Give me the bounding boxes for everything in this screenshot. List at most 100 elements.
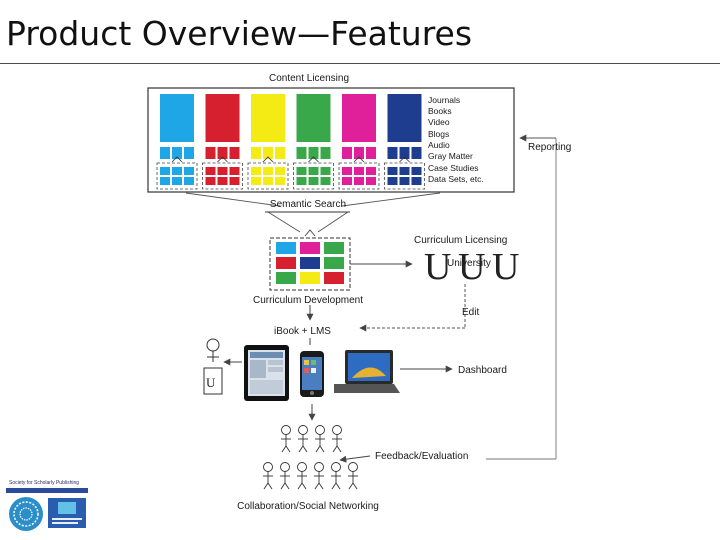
navy-sub-tile: [387, 177, 398, 185]
yellow-sub-tile: [251, 177, 261, 185]
content-color-squares: [160, 94, 422, 142]
chevron-up-icon: [217, 156, 228, 163]
learner-group-icons: [281, 425, 342, 453]
blue-sub-tile: [184, 167, 194, 175]
tablet-icon: [244, 345, 289, 401]
curriculum-cell: [300, 257, 320, 269]
red-sub-tile: [229, 167, 240, 175]
green-sub-tile: [296, 177, 307, 185]
blue-tile: [184, 147, 194, 159]
yellow-sub-tile: [263, 167, 273, 175]
yellow-sub-tile: [251, 167, 261, 175]
person-icon: [281, 425, 291, 453]
red-sub-tile: [217, 177, 228, 185]
svg-text:U: U: [492, 246, 519, 288]
curriculum-cell: [324, 242, 344, 254]
svg-text:U: U: [458, 246, 485, 288]
green-tile: [308, 147, 319, 159]
magenta-sub-tile: [342, 177, 352, 185]
phone-icon: [300, 351, 324, 397]
blue-tile: [160, 147, 170, 159]
content-type-case-studies: Case Studies: [428, 163, 479, 173]
dashboard-label: Dashboard: [458, 365, 507, 376]
content-licensing-label: Content Licensing: [269, 73, 349, 84]
chevron-up-icon: [353, 156, 365, 163]
yellow-tile: [263, 147, 273, 159]
magenta-content-square: [342, 94, 376, 142]
yellow-tile: [251, 147, 261, 159]
green-tile-frame: [293, 162, 334, 190]
person-icon: [298, 425, 308, 453]
funnel-line-left: [185, 192, 281, 207]
curriculum-cell: [324, 257, 344, 269]
content-type-blogs: Blogs: [428, 129, 449, 139]
person-icon: [331, 462, 341, 490]
blue-sub-tile: [160, 177, 170, 185]
ssp-logo: [6, 478, 88, 534]
ssp-logo-text: Society for Scholarly Publishing: [9, 480, 80, 486]
navy-tile: [399, 147, 410, 159]
person-icon: [315, 425, 325, 453]
university-icon: U U U: [424, 246, 519, 288]
green-sub-tile: [308, 167, 319, 175]
green-sub-tile: [308, 177, 319, 185]
person-icon: [297, 462, 307, 490]
slide-title: Product Overview—Features: [6, 14, 473, 53]
magenta-sub-tile: [354, 177, 364, 185]
magenta-sub-tile: [366, 167, 376, 175]
yellow-sub-tile: [275, 177, 285, 185]
semantic-search-label: Semantic Search: [270, 199, 346, 210]
green-tile: [320, 147, 331, 159]
yellow-tile: [275, 147, 285, 159]
reporting-label: Reporting: [528, 142, 571, 153]
chevron-up-icon: [399, 156, 410, 163]
funnel-line-lower-left: [267, 211, 301, 233]
curriculum-cell: [300, 272, 320, 284]
edit-label: Edit: [462, 307, 479, 318]
chevron-up-icon: [304, 229, 316, 237]
curriculum-cell: [276, 242, 296, 254]
navy-tile: [387, 147, 398, 159]
magenta-tile: [342, 147, 352, 159]
arrow-from-feedback: [339, 455, 371, 463]
laptop-icon: [334, 350, 400, 393]
university-label: University: [447, 258, 491, 269]
content-licensing-box: [147, 87, 515, 193]
person-icon: [332, 425, 342, 453]
curriculum-cell: [324, 272, 344, 284]
ibook-lms-label: iBook + LMS: [274, 326, 331, 337]
magenta-tile: [366, 147, 376, 159]
navy-sub-tile: [411, 177, 422, 185]
green-sub-tile: [296, 167, 307, 175]
svg-text:U: U: [424, 246, 451, 288]
green-sub-tile: [320, 167, 331, 175]
yellow-tile-frame: [247, 162, 289, 190]
blue-sub-tile: [160, 167, 170, 175]
magenta-sub-tile: [354, 167, 364, 175]
navy-sub-tile: [399, 167, 410, 175]
content-type-data-sets: Data Sets, etc.: [428, 174, 484, 184]
magenta-tile: [354, 147, 364, 159]
blue-tile: [172, 147, 182, 159]
red-tile-frame: [202, 162, 243, 190]
content-types-list: Journals Books Video Blogs Audio Gray Ma…: [428, 95, 484, 184]
blue-sub-tile: [172, 177, 182, 185]
blue-sub-tile: [172, 167, 182, 175]
feedback-evaluation-label: Feedback/Evaluation: [375, 451, 468, 462]
community-group-icons: [263, 462, 358, 490]
magenta-tile-frame: [338, 162, 380, 190]
magenta-sub-tile: [366, 177, 376, 185]
curriculum-cell: [276, 257, 296, 269]
yellow-sub-tile: [263, 177, 273, 185]
person-icon: [348, 462, 358, 490]
red-sub-tile: [205, 177, 216, 185]
navy-sub-tile: [411, 167, 422, 175]
content-type-audio: Audio: [428, 140, 450, 150]
green-sub-tile: [320, 177, 331, 185]
green-content-square: [296, 94, 331, 142]
red-sub-tile: [217, 167, 228, 175]
content-type-gray-matter: Gray Matter: [428, 151, 473, 161]
red-tile: [205, 147, 216, 159]
red-tile: [217, 147, 228, 159]
